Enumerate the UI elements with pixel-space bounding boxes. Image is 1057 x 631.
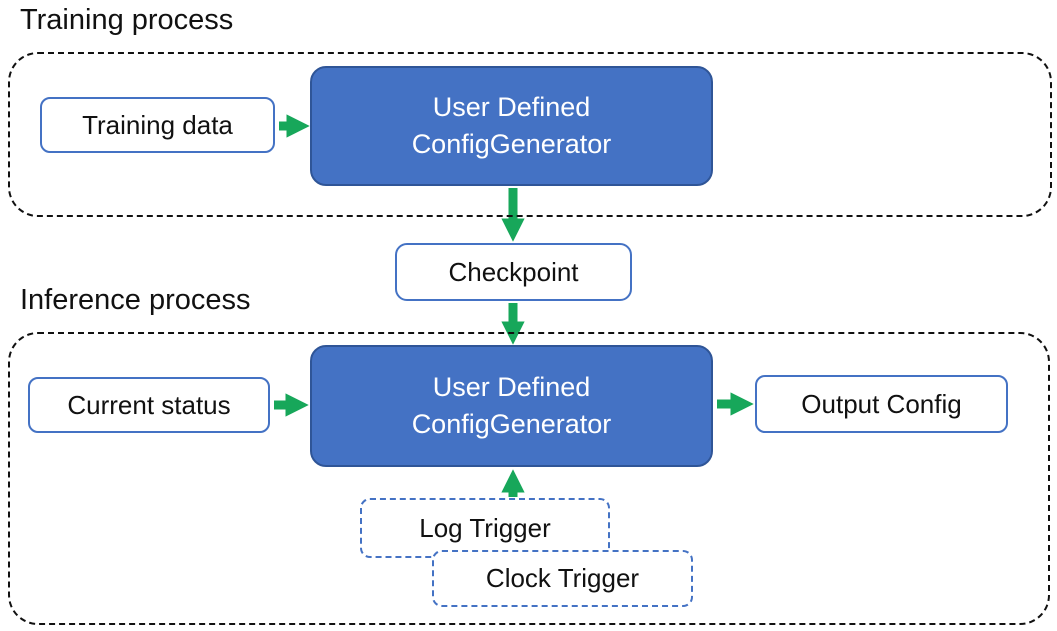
inference-config-generator-node: User Defined ConfigGenerator xyxy=(310,345,713,467)
checkpoint-label: Checkpoint xyxy=(448,256,579,287)
inference-generator-line1: User Defined xyxy=(432,372,591,402)
current-status-node: Current status xyxy=(28,377,270,433)
output-config-node: Output Config xyxy=(755,375,1008,433)
clock-trigger-label: Clock Trigger xyxy=(485,563,640,593)
training-process-container xyxy=(8,52,1052,217)
log-trigger-label: Log Trigger xyxy=(419,512,551,543)
training-generator-line2: ConfigGenerator xyxy=(411,129,612,159)
training-data-label: Training data xyxy=(82,109,233,140)
inference-process-container xyxy=(8,332,1050,625)
current-status-label: Current status xyxy=(67,389,231,420)
inference-generator-line2: ConfigGenerator xyxy=(411,409,612,439)
training-process-title: Training process xyxy=(20,4,234,36)
clock-trigger-node: Clock Trigger xyxy=(432,550,693,607)
log-trigger-node: Log Trigger xyxy=(360,498,610,558)
training-data-node: Training data xyxy=(40,97,275,153)
inference-process-title: Inference process xyxy=(20,284,251,316)
training-config-generator-node: User Defined ConfigGenerator xyxy=(310,66,713,186)
training-generator-line1: User Defined xyxy=(432,92,591,122)
checkpoint-node: Checkpoint xyxy=(395,243,632,301)
output-config-label: Output Config xyxy=(801,388,962,419)
